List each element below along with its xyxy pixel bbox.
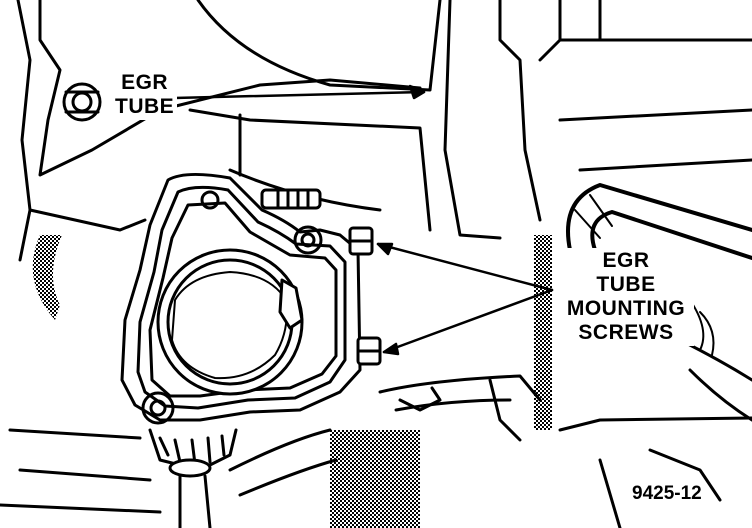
mounting-screw-upper — [348, 226, 374, 256]
threaded-stud — [260, 188, 322, 210]
flange-bolt-hole-upper — [293, 225, 323, 255]
mounting-screws-label-line-2: TUBE — [596, 273, 656, 296]
egr-tube-label: EGR TUBE — [112, 70, 178, 120]
bolt-head-upper-left — [62, 82, 102, 122]
lower-hose — [228, 428, 338, 497]
figure-number: 9425-12 — [630, 483, 704, 505]
egr-port — [156, 248, 304, 396]
shaded-area-left — [32, 235, 62, 320]
mounting-screws-label-line-3: MOUNTING — [566, 297, 686, 320]
leader-line-egr-tube — [172, 84, 426, 100]
leader-line-screw-lower — [382, 288, 554, 356]
upper-housing — [38, 0, 422, 177]
egr-tube-label-line-1: EGR — [121, 71, 169, 94]
egr-tube-body — [196, 0, 442, 92]
hose-right — [566, 183, 752, 260]
shaded-column-right — [534, 235, 552, 430]
flange-bolt-hole-lower — [141, 391, 175, 425]
mounting-screw-lower — [356, 336, 382, 366]
mounting-screws-label-line-1: EGR — [602, 249, 650, 272]
shaded-block-bottom — [330, 430, 420, 528]
engine-block-outline — [16, 0, 32, 212]
mounting-screws-label: EGR TUBE MOUNTING SCREWS — [558, 248, 694, 346]
egr-tube-lower-edge — [188, 108, 432, 232]
egr-tube-label-line-2: TUBE — [115, 95, 175, 118]
leader-line-screw-upper — [376, 242, 554, 292]
lower-fitting — [148, 428, 238, 528]
mounting-screws-label-line-4: SCREWS — [578, 321, 674, 344]
